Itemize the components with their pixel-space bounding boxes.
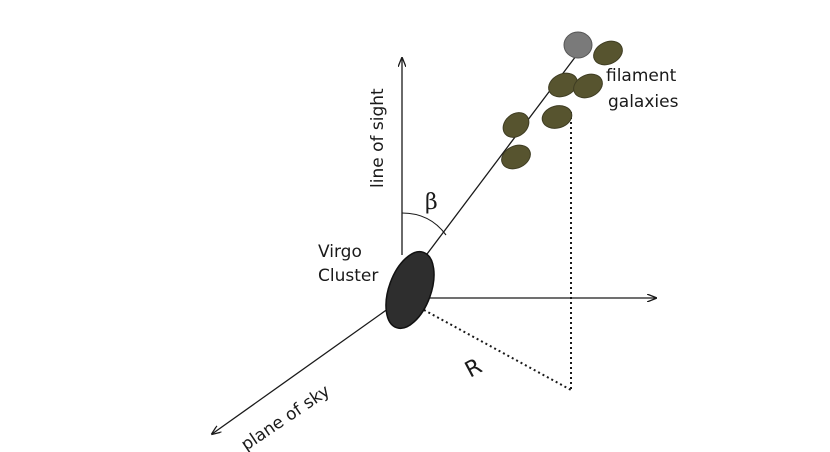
filament-label-line2: galaxies (608, 92, 679, 112)
virgo-label-line1: Virgo (318, 242, 362, 262)
beta-label: β (425, 190, 438, 215)
virgo-cluster-disk (385, 250, 435, 330)
galaxy-highlight (563, 31, 593, 59)
galaxy-2 (548, 72, 578, 98)
galaxy-4 (541, 105, 573, 129)
galaxy-3 (573, 73, 603, 99)
galaxy-5 (502, 112, 530, 138)
plane-of-sky-label: plane of sky (238, 381, 334, 452)
r-label: R (461, 354, 486, 383)
line-of-sight-label: line of sight (368, 88, 388, 188)
plane-of-sky-axis (212, 305, 393, 434)
galaxy-6 (501, 144, 531, 170)
dotted-r-line (401, 297, 572, 391)
filament-label-line1: filament (606, 66, 677, 86)
galaxy-1 (593, 40, 623, 66)
beta-angle-arc (401, 212, 447, 236)
virgo-label-line2: Cluster (318, 266, 378, 286)
